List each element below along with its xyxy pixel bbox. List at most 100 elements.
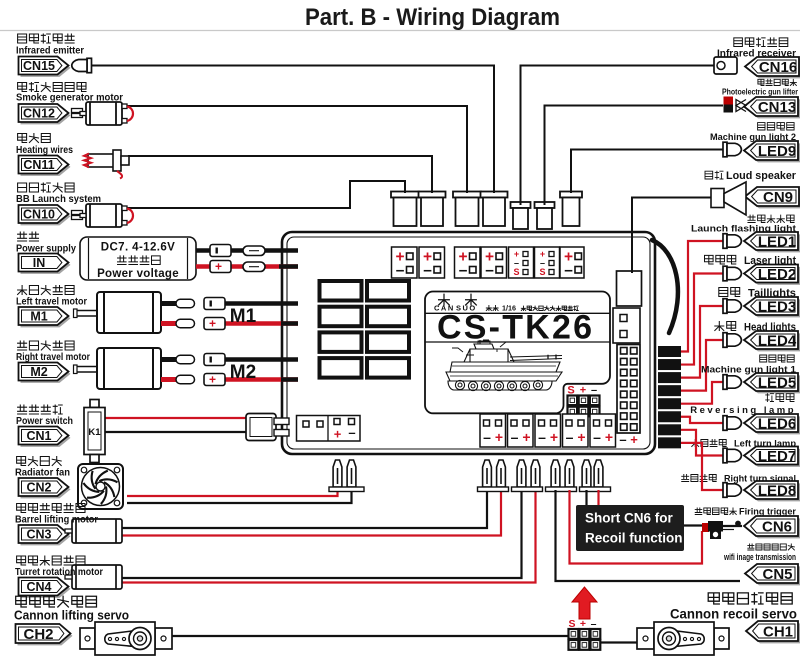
svg-text:–: – xyxy=(423,262,432,279)
svg-text:+: + xyxy=(580,618,586,630)
svg-text:CN13: CN13 xyxy=(758,99,796,116)
svg-text:Loud speaker: Loud speaker xyxy=(726,170,797,182)
svg-text:+: + xyxy=(485,249,494,266)
svg-text:+: + xyxy=(209,373,216,387)
svg-text:Infrared emitter: Infrared emitter xyxy=(16,45,84,57)
svg-text:–: – xyxy=(511,429,519,445)
svg-text:Power switch: Power switch xyxy=(16,415,73,427)
svg-text:CH2: CH2 xyxy=(23,626,53,643)
svg-text:+: + xyxy=(580,385,586,397)
svg-text:LED8: LED8 xyxy=(758,482,796,499)
svg-text:S: S xyxy=(568,618,575,630)
svg-text:CN6: CN6 xyxy=(762,518,792,535)
svg-text:Firing trigger: Firing trigger xyxy=(739,507,797,517)
svg-text:+: + xyxy=(334,427,342,442)
svg-text:BB Launch system: BB Launch system xyxy=(16,193,101,205)
svg-text:–: – xyxy=(514,258,519,268)
svg-text:+: + xyxy=(215,260,222,274)
svg-text:Infrared receiver: Infrared receiver xyxy=(717,48,796,60)
svg-text:CN4: CN4 xyxy=(26,580,51,594)
svg-text:LED4: LED4 xyxy=(758,332,797,349)
svg-text:CN11: CN11 xyxy=(23,158,54,172)
svg-text:CN15: CN15 xyxy=(23,59,55,73)
svg-text:M1: M1 xyxy=(230,306,257,327)
svg-text:CN16: CN16 xyxy=(759,59,797,76)
svg-text:CN2: CN2 xyxy=(26,481,51,495)
svg-text:Machine gun light 1: Machine gun light 1 xyxy=(701,365,797,376)
svg-text:M2: M2 xyxy=(230,362,256,383)
svg-text:–: – xyxy=(619,432,626,447)
svg-text:+: + xyxy=(630,432,638,447)
svg-text:+: + xyxy=(395,249,404,266)
svg-text:S: S xyxy=(567,385,574,397)
svg-text:LED7: LED7 xyxy=(758,448,796,465)
svg-text:+: + xyxy=(514,249,519,259)
svg-text:+: + xyxy=(458,249,467,266)
svg-text:Heating wires: Heating wires xyxy=(16,144,73,156)
svg-text:K1: K1 xyxy=(88,427,101,438)
svg-text:–: – xyxy=(591,618,597,630)
svg-text:–: – xyxy=(348,425,355,440)
svg-text:CN12: CN12 xyxy=(23,107,55,121)
svg-text:Left turn lamp: Left turn lamp xyxy=(734,439,797,449)
svg-text:–: – xyxy=(459,262,468,279)
svg-text:Launch flashing light: Launch flashing light xyxy=(691,224,797,235)
svg-text:Power voltage: Power voltage xyxy=(97,268,179,280)
svg-text:–: – xyxy=(538,429,546,445)
svg-text:CH1: CH1 xyxy=(763,623,793,640)
svg-text:Reversing lamp: Reversing lamp xyxy=(690,405,796,416)
svg-text:LED5: LED5 xyxy=(758,374,796,391)
svg-text:–: – xyxy=(540,258,545,268)
svg-text:Right travel motor: Right travel motor xyxy=(16,351,90,363)
svg-text:M2: M2 xyxy=(30,365,47,379)
svg-text:IN: IN xyxy=(33,256,46,270)
svg-text:CN9: CN9 xyxy=(763,189,793,206)
svg-text:–: – xyxy=(483,429,491,445)
svg-text:LED3: LED3 xyxy=(758,298,796,315)
svg-text:–: – xyxy=(564,262,573,279)
svg-text:M1: M1 xyxy=(30,310,47,324)
svg-text:S: S xyxy=(539,267,545,277)
svg-text:+: + xyxy=(423,249,432,266)
svg-text:Cannon recoil servo: Cannon recoil servo xyxy=(670,607,797,622)
svg-text:Machine gun light 2: Machine gun light 2 xyxy=(710,132,796,143)
svg-text:+: + xyxy=(540,249,545,259)
svg-text:+: + xyxy=(209,317,216,331)
svg-text:–: – xyxy=(591,385,597,397)
svg-text:LED6: LED6 xyxy=(758,415,796,432)
svg-text:wifi inage transmission: wifi inage transmission xyxy=(723,552,796,562)
svg-text:–: – xyxy=(485,262,494,279)
svg-text:CN10: CN10 xyxy=(23,208,55,222)
svg-text:Photoelectric gun lifter: Photoelectric gun lifter xyxy=(722,87,799,97)
svg-text:+: + xyxy=(550,429,558,445)
svg-text:–: – xyxy=(566,429,574,445)
svg-text:+: + xyxy=(605,429,613,445)
svg-text:CN3: CN3 xyxy=(26,528,51,542)
svg-text:Cannon lifting servo: Cannon lifting servo xyxy=(14,608,129,623)
svg-text:Barrel lifting motor: Barrel lifting motor xyxy=(15,514,98,526)
svg-text:+: + xyxy=(522,429,530,445)
svg-text:+: + xyxy=(495,429,503,445)
svg-text:Turret rotation motor: Turret rotation motor xyxy=(15,566,103,578)
svg-text:DC7. 4-12.6V: DC7. 4-12.6V xyxy=(101,242,175,254)
svg-text:+: + xyxy=(577,429,585,445)
svg-text:LED9: LED9 xyxy=(758,143,796,160)
svg-text:CN5: CN5 xyxy=(762,566,792,583)
svg-text:CS-TK26: CS-TK26 xyxy=(437,309,592,347)
svg-text:–: – xyxy=(396,262,405,279)
svg-text:Power supply: Power supply xyxy=(16,243,76,255)
svg-text:Left travel motor: Left travel motor xyxy=(16,296,87,308)
svg-text:+: + xyxy=(564,249,573,266)
svg-text:Short CN6 for: Short CN6 for xyxy=(585,511,673,526)
svg-text:CAN: CAN xyxy=(434,304,455,313)
svg-text:Right turn signal: Right turn signal xyxy=(724,474,796,484)
svg-text:SUO: SUO xyxy=(456,304,477,313)
svg-text:Part. B - Wiring Diagram: Part. B - Wiring Diagram xyxy=(305,4,560,31)
svg-text:Recoil function: Recoil function xyxy=(585,531,683,546)
svg-text:LED2: LED2 xyxy=(758,266,796,283)
svg-text:–: – xyxy=(593,429,601,445)
svg-text:LED1: LED1 xyxy=(758,233,796,250)
svg-text:CN1: CN1 xyxy=(26,429,51,443)
svg-text:Smoke generator motor: Smoke generator motor xyxy=(16,92,123,104)
svg-text:Radiator fan: Radiator fan xyxy=(15,467,70,479)
